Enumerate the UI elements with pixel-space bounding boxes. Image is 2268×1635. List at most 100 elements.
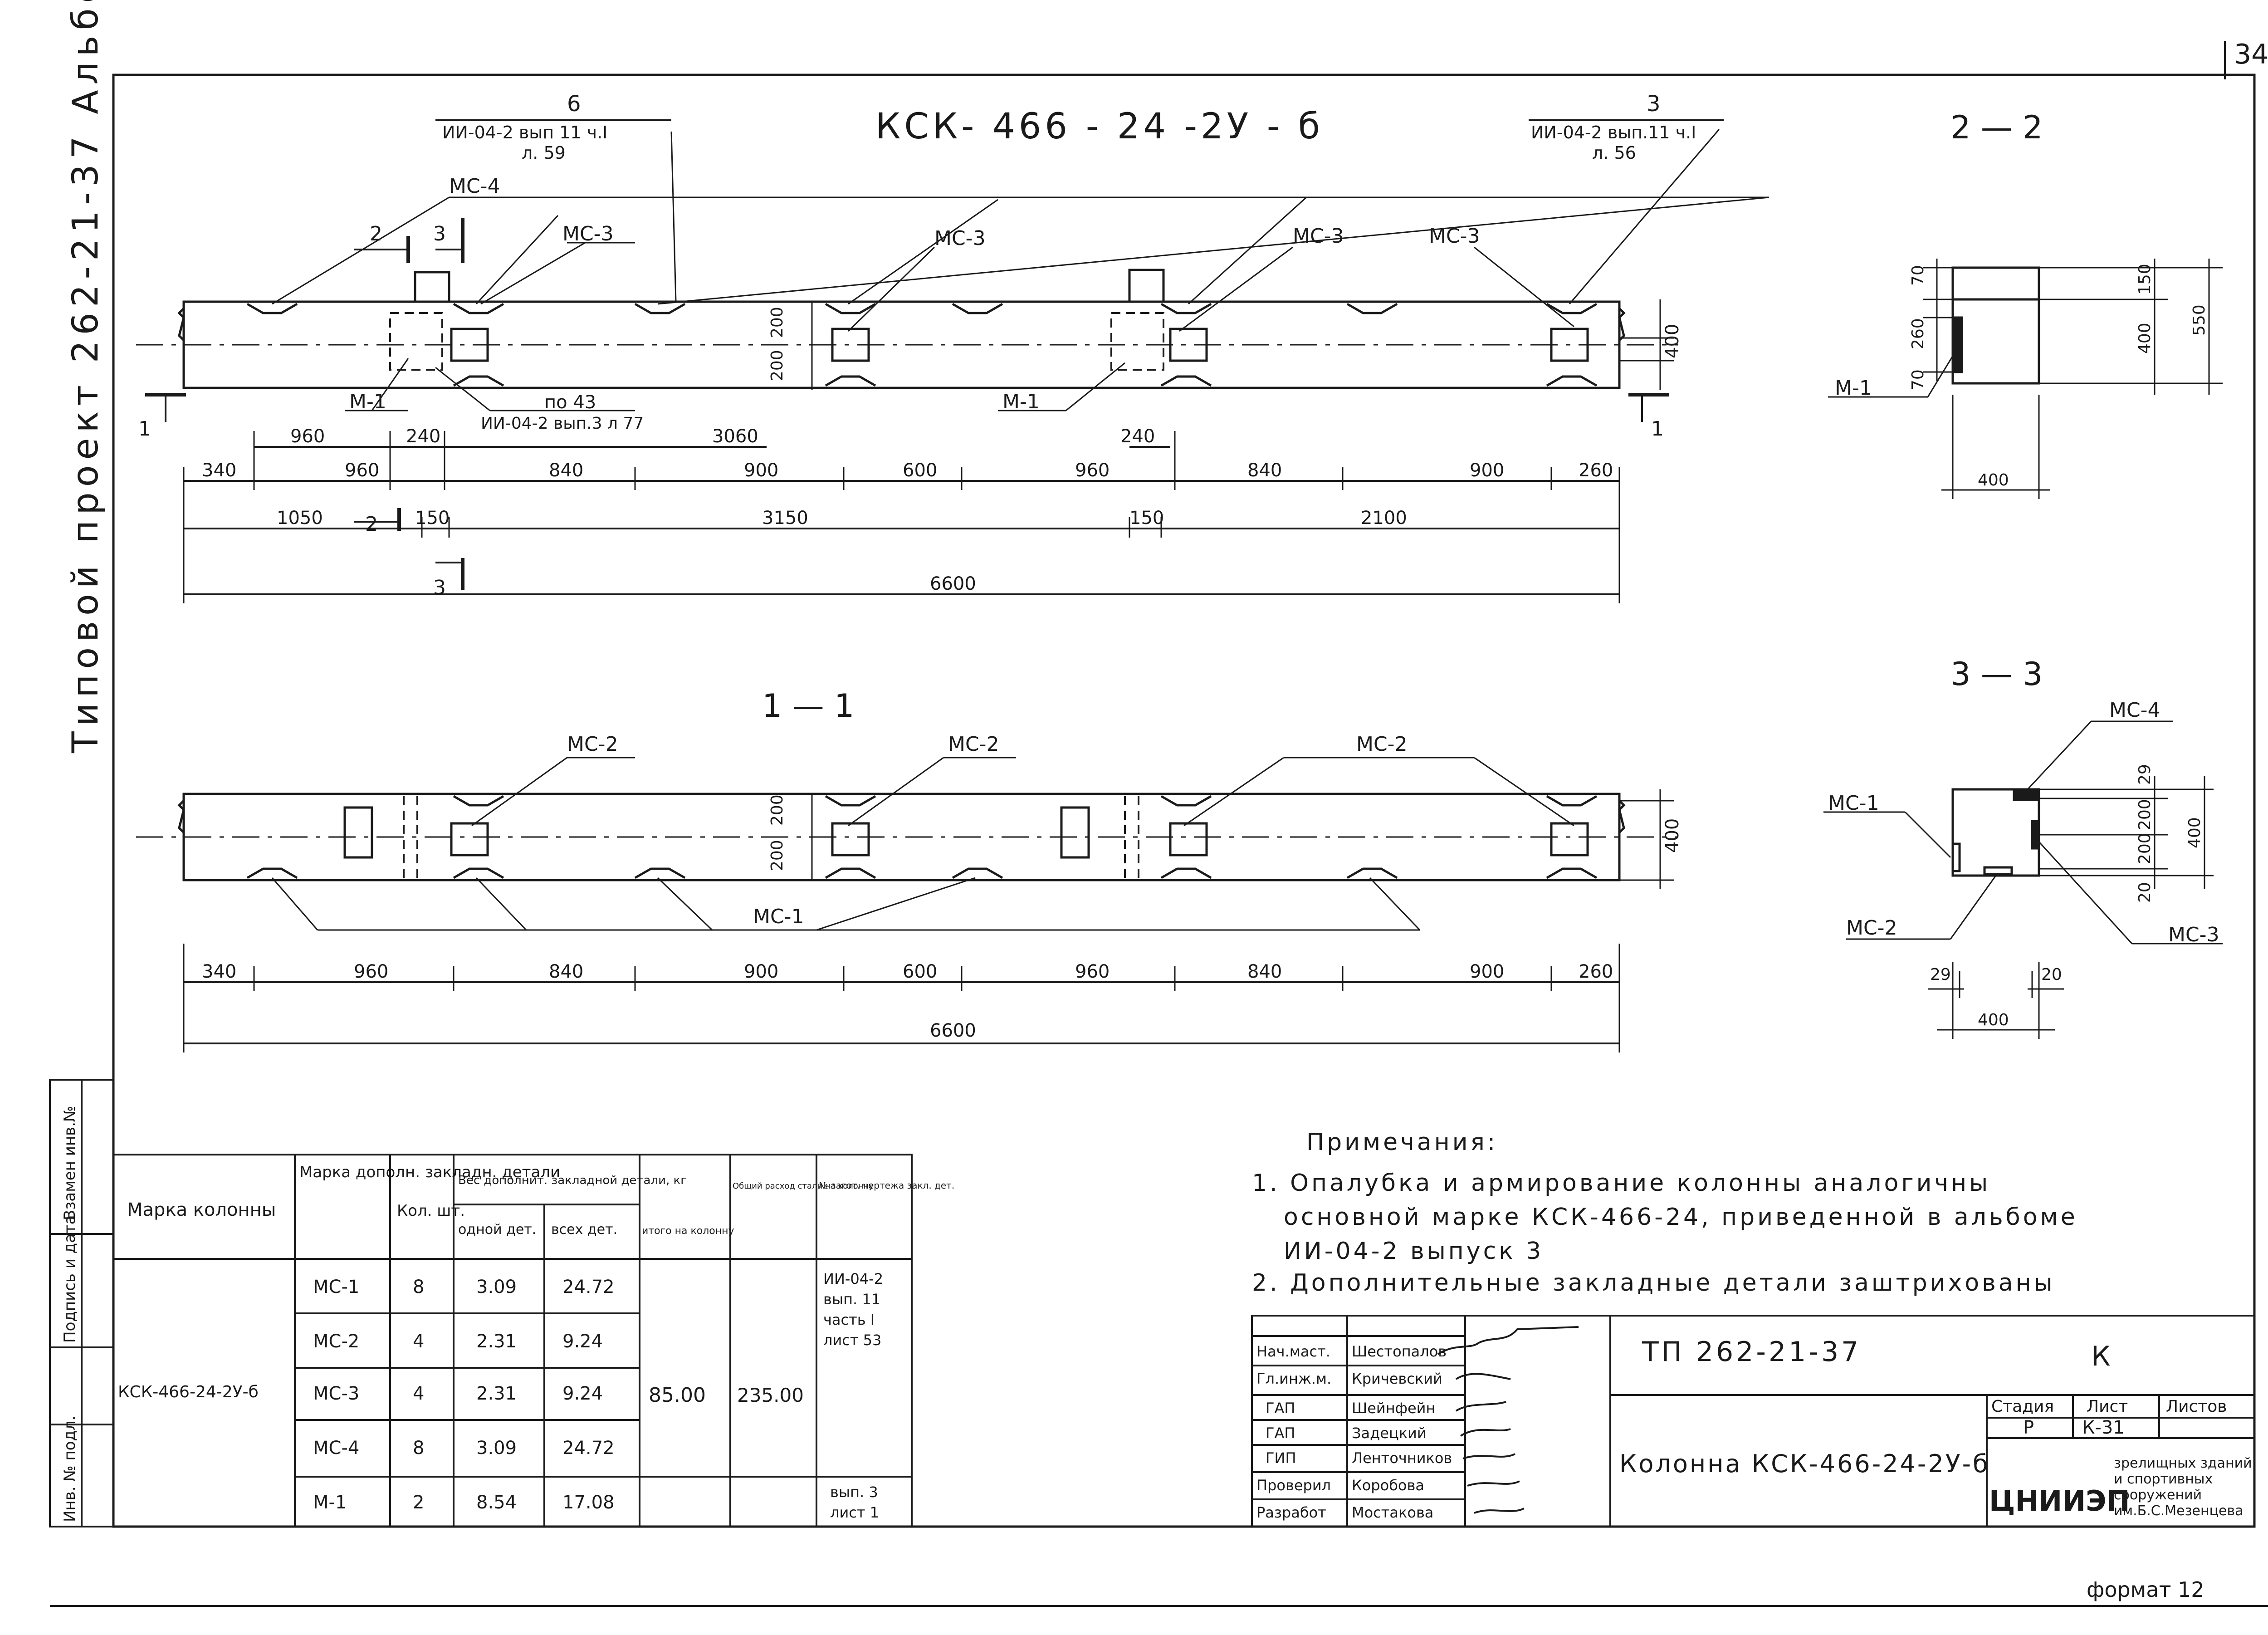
- cut-mark-2-top: 2: [370, 222, 382, 245]
- dim-height-b: 200: [768, 350, 787, 381]
- th-one: одной дет.: [458, 1222, 536, 1238]
- td-ref1-0: ИИ-04-2: [823, 1270, 883, 1287]
- td-all-2: 9.24: [562, 1331, 603, 1352]
- stamp-sheet: К-31: [2082, 1417, 2125, 1438]
- dim-row2-3: 150: [1129, 508, 1164, 529]
- stamp-org3: сооружений: [2114, 1487, 2202, 1503]
- dim-row2-4: 2100: [1361, 508, 1407, 529]
- stamp-name-0: Шестопалов: [1352, 1343, 1447, 1360]
- side-stamp: [49, 1079, 114, 1527]
- sec11-dim-3: 900: [744, 961, 778, 982]
- title-block: [1251, 1315, 2255, 1527]
- dim-row1-3: 900: [744, 460, 778, 481]
- dim-row1-4: 600: [903, 460, 937, 481]
- td-all-4: 24.72: [562, 1438, 615, 1459]
- dim-row1-6: 840: [1247, 460, 1282, 481]
- label-mc2-2: МС-2: [948, 733, 999, 756]
- side-stamp-inv: Инв. № подл.: [61, 1415, 79, 1522]
- th-weight: Вес дополнит. закладной детали, кг: [458, 1174, 687, 1187]
- stamp-role-1: Гл.инж.м.: [1256, 1370, 1331, 1387]
- sec11-dim-2: 840: [549, 961, 583, 982]
- dim-row2-1: 150: [415, 508, 450, 529]
- td-detail-5: М-1: [313, 1492, 347, 1513]
- sec11-dim-6: 840: [1247, 961, 1282, 982]
- cut-mark-1-right: 1: [1651, 417, 1664, 441]
- td-total-steel: 235.00: [737, 1384, 804, 1406]
- sheet-frame: [112, 73, 2256, 1528]
- stamp-org4: им.Б.С.Мезенцева: [2114, 1503, 2244, 1519]
- sec22-dim-400: 400: [2136, 323, 2154, 354]
- label-mc3-2: МС-3: [934, 227, 986, 250]
- section-1-1-view: [136, 757, 1678, 1052]
- dim-row1-1: 960: [345, 460, 379, 481]
- label-m1-left: М-1: [349, 390, 386, 413]
- cut-mark-1-left: 1: [138, 417, 151, 441]
- th-detail: Марка дополн. закладн. детали: [299, 1163, 560, 1181]
- td-ref1-1: вып. 11: [823, 1291, 880, 1308]
- ref-left-top: 6: [567, 91, 581, 117]
- td-all-5: 17.08: [562, 1492, 615, 1513]
- td-detail-2: МС-2: [313, 1331, 359, 1352]
- sec33-dim-200b: 200: [2136, 833, 2154, 864]
- label-mc2-1: МС-2: [567, 733, 618, 756]
- elevation-view: [136, 129, 1769, 603]
- sec11-dim-8: 260: [1579, 961, 1613, 982]
- dim-row1-0: 340: [202, 460, 236, 481]
- stamp-name-3: Задецкий: [1352, 1425, 1427, 1442]
- td-ref2-1: лист 1: [830, 1504, 879, 1521]
- dim-upper-3060: 3060: [712, 426, 758, 447]
- label-mc4-top: МС-4: [449, 175, 500, 198]
- dim-row1-8: 260: [1579, 460, 1613, 481]
- stamp-name-6: Мостакова: [1352, 1504, 1433, 1521]
- sec11-height-b: 200: [768, 840, 787, 871]
- section-title-1-1: 1 — 1: [762, 687, 855, 724]
- sec11-dim-4: 600: [903, 961, 937, 982]
- td-qty-2: 4: [413, 1331, 424, 1352]
- stamp-org2: и спортивных: [2114, 1471, 2213, 1487]
- sec11-dim-0: 340: [202, 961, 236, 982]
- sec33-dim-29a: 29: [2136, 764, 2154, 785]
- stamp-sheets-h: Листов: [2166, 1397, 2227, 1416]
- label-m1-sec22: М-1: [1835, 377, 1872, 400]
- note-2: 2. Дополнительные закладные детали заштр…: [1252, 1269, 2055, 1297]
- stamp-stage-h: Стадия: [1991, 1397, 2054, 1416]
- dim-row1-5: 960: [1075, 460, 1110, 481]
- td-one-5: 8.54: [476, 1492, 517, 1513]
- sec22-dim-260: 260: [1909, 318, 1927, 349]
- sec11-height-a: 200: [768, 794, 787, 826]
- sec22-dim-70b: 70: [1909, 369, 1927, 390]
- sec22-dim-width: 400: [1978, 471, 2009, 490]
- label-mc2-sec33: МС-2: [1846, 916, 1897, 940]
- section-2-2-view: [1828, 259, 2223, 499]
- label-mc4-sec33: МС-4: [2109, 699, 2160, 722]
- cut-mark-3-top: 3: [433, 222, 446, 245]
- stamp-letter: К: [2091, 1341, 2111, 1372]
- signatures: [1437, 1326, 1579, 1514]
- ref-right-mid: ИИ-04-2 вып.11 ч.I: [1531, 122, 1696, 142]
- ref-center-bot: ИИ-04-2 вып.3 л 77: [481, 414, 644, 433]
- stamp-name-1: Кричевский: [1352, 1370, 1442, 1387]
- stamp-name-4: Ленточников: [1352, 1449, 1452, 1467]
- stamp-name-2: Шейнфейн: [1352, 1400, 1435, 1417]
- td-qty-3: 4: [413, 1383, 424, 1404]
- stamp-role-4: ГИП: [1266, 1449, 1296, 1467]
- dim-upper-960: 960: [290, 426, 325, 447]
- td-one-1: 3.09: [476, 1277, 517, 1297]
- sec33-dim-200a: 200: [2136, 799, 2154, 830]
- stamp-name-5: Коробова: [1352, 1477, 1424, 1494]
- sec33-dim-400: 400: [2185, 817, 2204, 848]
- dim-row1-7: 900: [1470, 460, 1504, 481]
- dim-upper-240a: 240: [406, 426, 440, 447]
- note-1a: 1. Опалубка и армирование колонны аналог…: [1252, 1170, 1990, 1197]
- td-qty-4: 8: [413, 1438, 424, 1459]
- dim-row2-2: 3150: [762, 508, 808, 529]
- stamp-role-3: ГАП: [1266, 1425, 1295, 1442]
- section-title-2-2: 2 — 2: [1950, 109, 2043, 146]
- ref-left-mid: ИИ-04-2 вып 11 ч.I: [442, 122, 607, 142]
- label-mc1-sec33: МС-1: [1828, 792, 1879, 815]
- stamp-title: Колонна КСК-466-24-2У-б: [1619, 1449, 1989, 1478]
- label-mc3-1: МС-3: [562, 222, 614, 245]
- sec22-dim-550: 550: [2190, 304, 2209, 336]
- td-detail-3: МС-3: [313, 1383, 359, 1404]
